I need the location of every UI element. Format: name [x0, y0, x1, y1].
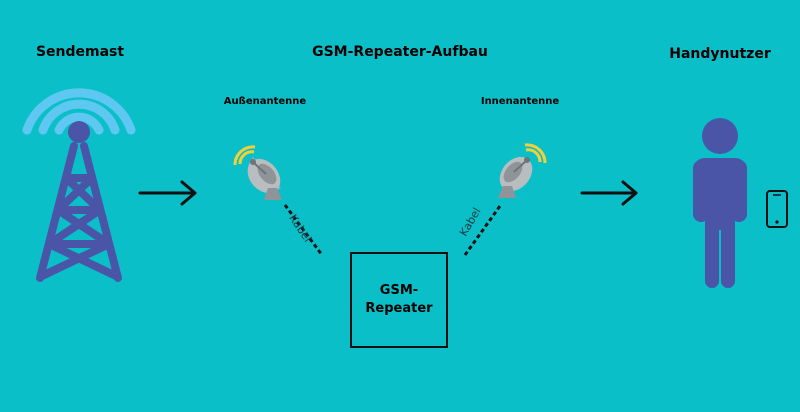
cable-right-line: [463, 205, 502, 256]
gsm-repeater-label: GSM- Repeater: [365, 283, 433, 316]
radio-tower-icon: [22, 88, 136, 282]
gsm-repeater-box: GSM- Repeater: [350, 252, 448, 348]
user-label: Handynutzer: [669, 46, 771, 62]
inner-antenna-label: Innenantenne: [480, 96, 560, 107]
outer-antenna-label: Außenantenne: [223, 96, 307, 107]
cable-left-line: [283, 204, 324, 256]
satellite-dish-icon: [233, 145, 282, 200]
signal-arcs: [22, 88, 136, 135]
diagram-title: GSM-Repeater-Aufbau: [312, 44, 488, 60]
arrow-right-icon: [580, 180, 638, 206]
smartphone-icon: [766, 190, 788, 228]
arrow-right-icon: [138, 180, 197, 206]
mast-label: Sendemast: [35, 44, 125, 60]
satellite-dish-icon: [498, 143, 547, 198]
person-icon: [693, 118, 747, 288]
